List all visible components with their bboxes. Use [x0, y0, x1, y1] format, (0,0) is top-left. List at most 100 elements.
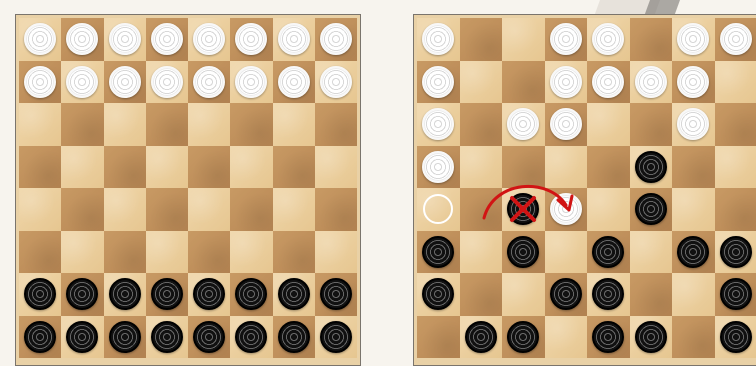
- black-checker-piece[interactable]: [465, 321, 497, 353]
- board-square[interactable]: [630, 18, 673, 61]
- board-square[interactable]: [502, 146, 545, 189]
- black-checker-piece[interactable]: [24, 321, 56, 353]
- black-checker-piece[interactable]: [278, 278, 310, 310]
- board-square[interactable]: [188, 18, 230, 61]
- board-square[interactable]: [315, 18, 357, 61]
- board-square[interactable]: [104, 273, 146, 316]
- board-square[interactable]: [417, 18, 460, 61]
- captured-black-checker-piece[interactable]: [507, 193, 539, 225]
- white-checker-piece[interactable]: [151, 66, 183, 98]
- board-square[interactable]: [61, 103, 103, 146]
- black-checker-piece[interactable]: [151, 321, 183, 353]
- black-checker-piece[interactable]: [320, 321, 352, 353]
- board-square[interactable]: [417, 188, 460, 231]
- board-square[interactable]: [417, 273, 460, 316]
- white-checker-piece[interactable]: [193, 66, 225, 98]
- board-square[interactable]: [587, 188, 630, 231]
- board-square[interactable]: [460, 61, 503, 104]
- board-square[interactable]: [502, 231, 545, 274]
- white-checker-piece[interactable]: [720, 23, 752, 55]
- board-square[interactable]: [61, 188, 103, 231]
- board-square[interactable]: [417, 146, 460, 189]
- white-checker-piece[interactable]: [422, 23, 454, 55]
- black-checker-piece[interactable]: [635, 193, 667, 225]
- board-square[interactable]: [273, 61, 315, 104]
- board-square[interactable]: [61, 231, 103, 274]
- white-checker-piece[interactable]: [278, 66, 310, 98]
- board-square[interactable]: [230, 316, 272, 359]
- board-square[interactable]: [502, 188, 545, 231]
- board-square[interactable]: [19, 231, 61, 274]
- white-checker-piece[interactable]: [677, 108, 709, 140]
- black-checker-piece[interactable]: [320, 278, 352, 310]
- board-square[interactable]: [146, 273, 188, 316]
- board-square[interactable]: [104, 103, 146, 146]
- board-square[interactable]: [672, 231, 715, 274]
- board-square[interactable]: [230, 273, 272, 316]
- board-square[interactable]: [587, 316, 630, 359]
- black-checker-piece[interactable]: [550, 278, 582, 310]
- white-checker-piece[interactable]: [550, 108, 582, 140]
- black-checker-piece[interactable]: [592, 236, 624, 268]
- board-square[interactable]: [188, 273, 230, 316]
- board-square[interactable]: [545, 61, 588, 104]
- board-square[interactable]: [672, 146, 715, 189]
- board-square[interactable]: [630, 316, 673, 359]
- white-checker-piece[interactable]: [677, 23, 709, 55]
- board-square[interactable]: [630, 231, 673, 274]
- board-square[interactable]: [315, 188, 357, 231]
- board-square[interactable]: [315, 273, 357, 316]
- board-square[interactable]: [188, 231, 230, 274]
- white-checker-piece[interactable]: [677, 66, 709, 98]
- black-checker-piece[interactable]: [507, 321, 539, 353]
- board-square[interactable]: [417, 103, 460, 146]
- board-square[interactable]: [273, 316, 315, 359]
- black-checker-piece[interactable]: [677, 236, 709, 268]
- board-square[interactable]: [19, 18, 61, 61]
- board-square[interactable]: [715, 18, 756, 61]
- board-square[interactable]: [417, 61, 460, 104]
- board-square[interactable]: [715, 146, 756, 189]
- black-checker-piece[interactable]: [151, 278, 183, 310]
- white-checker-piece[interactable]: [151, 23, 183, 55]
- black-checker-piece[interactable]: [24, 278, 56, 310]
- board-square[interactable]: [502, 61, 545, 104]
- board-square[interactable]: [587, 231, 630, 274]
- board-square[interactable]: [460, 231, 503, 274]
- board-square[interactable]: [188, 188, 230, 231]
- black-checker-piece[interactable]: [592, 321, 624, 353]
- board-square[interactable]: [19, 188, 61, 231]
- board-square[interactable]: [230, 18, 272, 61]
- white-checker-piece[interactable]: [592, 23, 624, 55]
- white-checker-piece[interactable]: [635, 66, 667, 98]
- black-checker-piece[interactable]: [422, 278, 454, 310]
- white-checker-piece[interactable]: [550, 23, 582, 55]
- white-checker-piece[interactable]: [550, 66, 582, 98]
- board-square[interactable]: [146, 61, 188, 104]
- black-checker-piece[interactable]: [66, 278, 98, 310]
- white-checker-piece[interactable]: [422, 66, 454, 98]
- board-square[interactable]: [460, 316, 503, 359]
- white-checker-piece[interactable]: [66, 23, 98, 55]
- white-checker-piece[interactable]: [109, 23, 141, 55]
- white-checker-piece[interactable]: [193, 23, 225, 55]
- board-square[interactable]: [587, 103, 630, 146]
- black-checker-piece[interactable]: [720, 321, 752, 353]
- board-square[interactable]: [104, 316, 146, 359]
- board-square[interactable]: [61, 316, 103, 359]
- board-square[interactable]: [502, 103, 545, 146]
- board-square[interactable]: [61, 18, 103, 61]
- board-square[interactable]: [315, 146, 357, 189]
- board-square[interactable]: [230, 146, 272, 189]
- board-square[interactable]: [545, 231, 588, 274]
- white-checker-piece[interactable]: [235, 66, 267, 98]
- white-checker-piece[interactable]: [278, 23, 310, 55]
- board-square[interactable]: [715, 316, 756, 359]
- white-checker-piece[interactable]: [422, 151, 454, 183]
- board-square[interactable]: [545, 316, 588, 359]
- board-square[interactable]: [672, 273, 715, 316]
- white-checker-piece[interactable]: [592, 66, 624, 98]
- black-checker-piece[interactable]: [109, 321, 141, 353]
- board-square[interactable]: [188, 146, 230, 189]
- board-square[interactable]: [460, 18, 503, 61]
